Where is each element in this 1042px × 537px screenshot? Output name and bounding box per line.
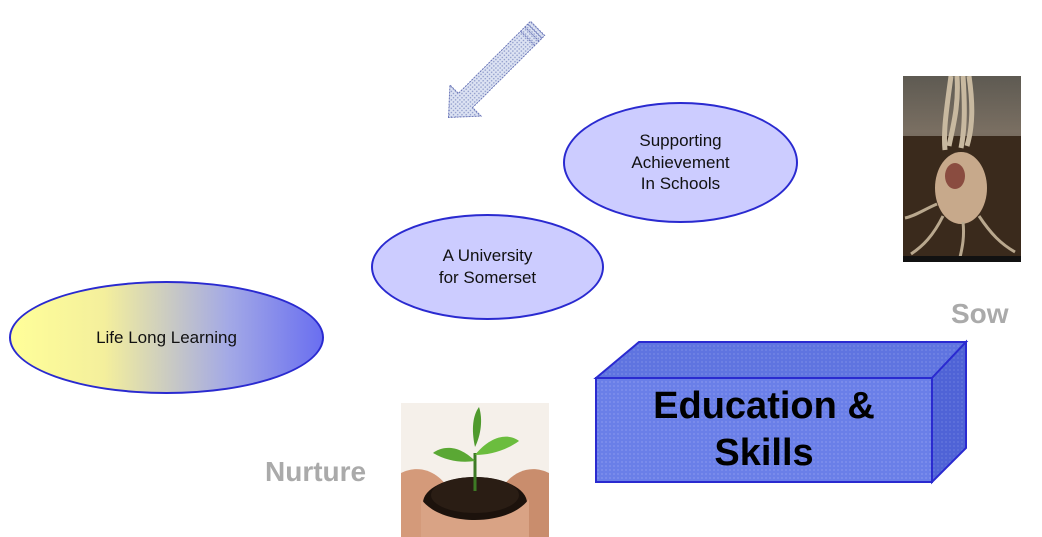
ellipse-supporting-achievement-label: Supporting Achievement In Schools [631,130,730,194]
education-skills-label: Education & Skills [653,384,875,475]
nurture-label: Nurture [265,456,367,487]
ellipse-university-label: A University for Somerset [438,246,537,287]
sow-photo [903,76,1021,262]
sow-label: Sow [951,298,1009,329]
nurture-photo [401,403,549,537]
ellipse-life-long-learning: Life Long Learning [9,281,324,394]
box-top-face [593,341,969,379]
box-side-face [931,339,967,485]
ellipse-life-long-learning-label: Life Long Learning [96,327,237,347]
ellipse-university-for-somerset: A University for Somerset [371,214,604,320]
pencil-arrow-icon [447,20,546,119]
ellipse-supporting-achievement: Supporting Achievement In Schools [563,102,798,223]
